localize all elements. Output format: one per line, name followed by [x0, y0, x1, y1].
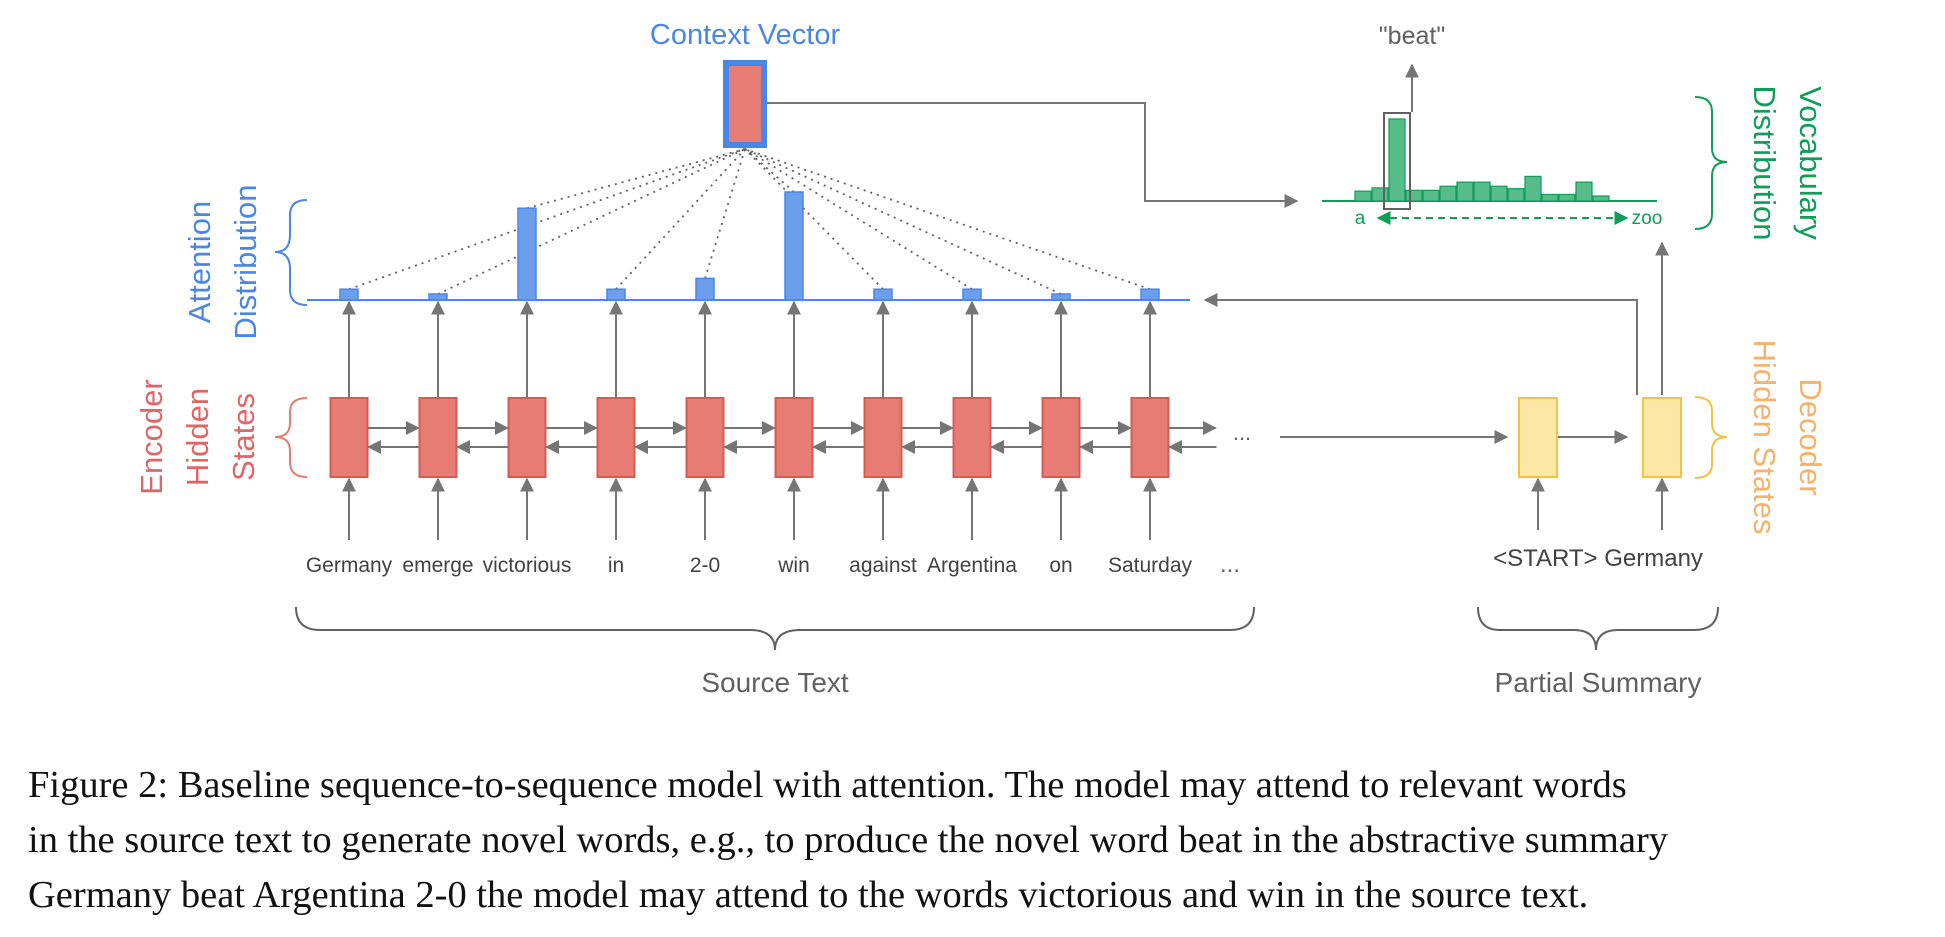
- source-word: Saturday: [1108, 554, 1193, 577]
- attention-dotted-line: [348, 148, 746, 291]
- decoder-hidden-state: [1518, 397, 1558, 478]
- caption-line-3: Germany beat Argentina 2-0 the model may…: [28, 874, 1589, 916]
- attention-bar: [695, 277, 715, 301]
- attention-bar: [962, 288, 982, 301]
- encoder-hidden-state: [1041, 397, 1081, 478]
- context-to-vocab-arrow: [766, 102, 1299, 208]
- vocab-bar: [1388, 118, 1406, 202]
- encoder-hidden-state: [507, 397, 547, 478]
- attention-dotted-line: [744, 148, 884, 290]
- encoder-hidden-state: [596, 397, 636, 478]
- attention-bar: [873, 288, 893, 301]
- source-word: victorious: [483, 554, 572, 577]
- decoder-hidden-state: [1642, 397, 1682, 478]
- source-text-brace: [295, 606, 1255, 651]
- source-ellipsis: ...: [1220, 551, 1240, 578]
- attention-brace: [274, 199, 308, 306]
- caption-line-1: Figure 2: Baseline sequence-to-sequence …: [28, 764, 1627, 806]
- source-word: Germany: [306, 554, 393, 577]
- vocab-bar: [1473, 181, 1491, 202]
- decoder-label-line-1: Decoder: [1793, 378, 1828, 495]
- vocab-bar: [1558, 193, 1576, 202]
- vocab-bar: [1575, 181, 1593, 202]
- decoder-label: Decoder Hidden States: [1747, 340, 1828, 535]
- encoder-hidden-state: [685, 397, 725, 478]
- attention-bar: [428, 293, 448, 301]
- vocab-bar: [1354, 190, 1372, 202]
- decoder-label-line-2: Hidden States: [1747, 340, 1782, 535]
- encoder-brace: [274, 397, 308, 478]
- encoder-hidden-state: [329, 397, 369, 478]
- attention-dotted-line: [744, 148, 1151, 291]
- attention-label-line-1: Attention: [182, 201, 217, 323]
- attention-bar: [784, 191, 804, 301]
- decoder-to-attention-arrow: [1203, 293, 1638, 395]
- attention-bar: [606, 288, 626, 301]
- vocab-bar: [1490, 185, 1508, 202]
- attention-bar: [1140, 288, 1160, 301]
- attention-dotted-line: [704, 148, 746, 279]
- source-word: Argentina: [927, 554, 1017, 577]
- vocab-label: Vocabulary Distribution: [1747, 85, 1828, 240]
- vocab-bar: [1422, 189, 1440, 202]
- row-ellipsis: ...: [1233, 420, 1251, 445]
- attention-dotted-line: [526, 148, 746, 210]
- caption-line-2: in the source text to generate novel wor…: [28, 819, 1669, 861]
- vocab-bar: [1507, 188, 1525, 202]
- attention-dotted-line: [615, 148, 746, 290]
- partial-summary-brace: [1477, 606, 1719, 651]
- encoder-label: Encoder Hidden States: [134, 379, 261, 494]
- attention-label-line-2: Distribution: [228, 184, 263, 339]
- encoder-hidden-state: [952, 397, 992, 478]
- vocab-bar: [1456, 181, 1474, 202]
- attention-dotted-line: [437, 148, 746, 295]
- attention-bar: [339, 288, 359, 301]
- vocab-brace: [1694, 96, 1728, 230]
- vocab-bar: [1524, 175, 1542, 202]
- encoder-hidden-state: [418, 397, 458, 478]
- decoder-brace: [1694, 396, 1728, 479]
- vocab-bar: [1371, 187, 1389, 202]
- source-word: emerge: [402, 554, 473, 577]
- encoder-label-line-3: States: [226, 393, 261, 481]
- context-vector-label: Context Vector: [650, 19, 841, 51]
- source-word: in: [608, 554, 624, 577]
- source-word: against: [849, 554, 917, 577]
- vocab-label-line-2: Distribution: [1747, 85, 1782, 240]
- vocab-axis-end-label: zoo: [1632, 208, 1663, 229]
- attention-dotted-line: [744, 148, 795, 193]
- vocab-label-line-1: Vocabulary: [1793, 86, 1828, 240]
- encoder-hidden-state: [774, 397, 814, 478]
- source-text-label: Source Text: [701, 667, 849, 698]
- encoder-hidden-state: [1130, 397, 1170, 478]
- partial-summary-label: Partial Summary: [1495, 667, 1702, 698]
- vocab-axis-start-label: a: [1355, 208, 1366, 229]
- attention-dotted-line: [744, 148, 1062, 295]
- vocab-highlight-box: [1383, 112, 1411, 210]
- vocab-bar: [1405, 189, 1423, 202]
- vocab-bar: [1592, 195, 1610, 202]
- source-word: win: [777, 554, 810, 577]
- output-word-label: "beat": [1379, 22, 1445, 50]
- attention-bar: [1051, 293, 1071, 301]
- attention-bar: [517, 207, 537, 301]
- decoder-input-words: <START> Germany: [1493, 545, 1703, 572]
- source-word: 2-0: [690, 554, 720, 577]
- encoder-label-line-1: Encoder: [134, 379, 169, 494]
- vocab-bar: [1541, 193, 1559, 202]
- encoder-label-line-2: Hidden: [180, 388, 215, 486]
- vocab-bar: [1439, 185, 1457, 202]
- attention-label: Attention Distribution: [182, 184, 263, 339]
- source-word: on: [1049, 554, 1072, 577]
- context-vector: [723, 60, 767, 148]
- encoder-hidden-state: [863, 397, 903, 478]
- attention-dotted-line: [744, 148, 973, 290]
- figure-caption: Figure 2: Baseline sequence-to-sequence …: [28, 758, 1928, 923]
